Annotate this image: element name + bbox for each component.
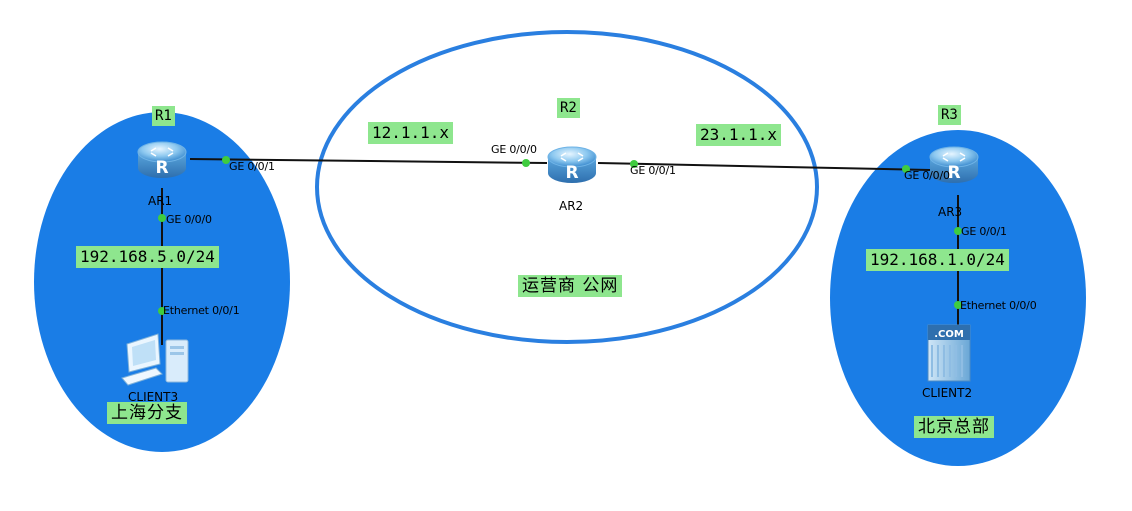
router-tag-r1: R1 — [152, 106, 175, 126]
network-tag-left-lan: 192.168.5.0/24 — [76, 246, 219, 268]
iface-label-ar1-ge000: GE 0/0/0 — [166, 213, 212, 226]
port-dot-ar1-ge001 — [222, 156, 230, 164]
router-ar2-icon[interactable] — [547, 146, 597, 184]
router-tag-r2: R2 — [557, 98, 580, 118]
port-dot-client3-eth — [158, 307, 166, 315]
region-label-isp: 运营商 公网 — [518, 275, 623, 297]
iface-label-ar3-ge001: GE 0/0/1 — [961, 225, 1007, 238]
iface-label-client3-eth: Ethernet 0/0/1 — [163, 304, 240, 317]
link-ar1-ar2 — [189, 158, 548, 164]
host-name-client2: CLIENT2 — [922, 386, 973, 400]
iface-label-ar2-ge001: GE 0/0/1 — [630, 164, 676, 177]
isp-cloud-region — [315, 30, 819, 344]
router-tag-r3: R3 — [938, 105, 961, 125]
network-tag-r2-r3: 23.1.1.x — [696, 124, 782, 146]
iface-label-ar1-ge001: GE 0/0/1 — [229, 160, 275, 173]
router-name-ar3: AR3 — [938, 205, 963, 219]
port-dot-ar2-ge001 — [630, 160, 638, 168]
router-name-ar2: AR2 — [559, 199, 584, 213]
region-label-right-site: 北京总部 — [914, 416, 994, 438]
port-dot-ar2-ge000 — [522, 159, 530, 167]
network-tag-right-lan: 192.168.1.0/24 — [866, 249, 1009, 271]
iface-label-client2-eth: Ethernet 0/0/0 — [960, 299, 1037, 312]
network-tag-r1-r2: 12.1.1.x — [368, 122, 454, 144]
port-dot-ar3-ge001 — [954, 227, 962, 235]
router-name-ar1: AR1 — [148, 194, 173, 208]
iface-label-ar2-ge000: GE 0/0/0 — [491, 143, 537, 156]
router-ar1-icon[interactable] — [137, 141, 187, 179]
client2-server-icon[interactable]: .COM — [927, 324, 971, 382]
iface-label-ar3-ge000: GE 0/0/0 — [904, 169, 950, 182]
region-label-left-site: 上海分支 — [107, 402, 187, 424]
port-dot-ar1-ge000 — [158, 214, 166, 222]
link-ar2-ar3 — [597, 162, 931, 171]
port-dot-client2-eth — [954, 301, 962, 309]
host-name-client3: CLIENT3 — [128, 390, 179, 404]
client3-pc-icon[interactable] — [121, 333, 189, 386]
server-screen-text: .COM — [934, 329, 964, 340]
port-dot-ar3-ge000 — [902, 165, 910, 173]
